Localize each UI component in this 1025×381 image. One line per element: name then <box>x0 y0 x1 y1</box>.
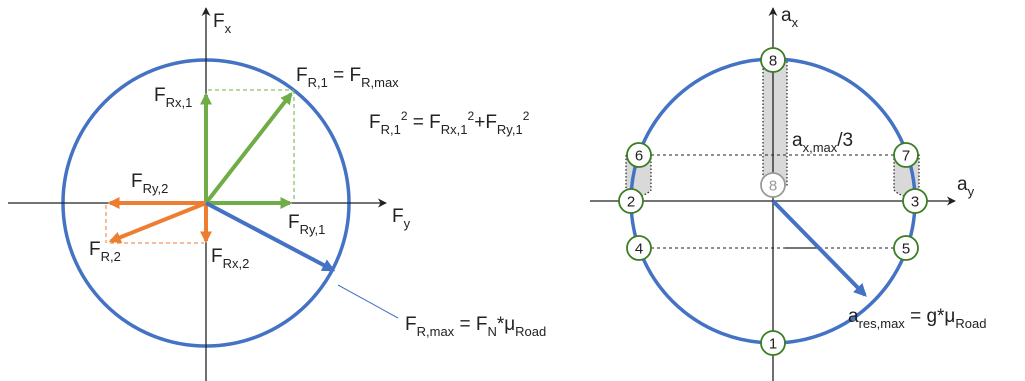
node-8-top: 8 <box>760 47 786 73</box>
axmax-label: ax,max/3 <box>792 130 853 155</box>
frx2-label: FRx,2 <box>211 246 249 271</box>
ax-axis-label: ax <box>781 5 799 30</box>
frx1-label: FRx,1 <box>154 85 192 110</box>
svg-text:6: 6 <box>635 148 643 165</box>
fr1-equation: FR,1 = FR,max <box>296 65 399 90</box>
fry1-label: FRy,1 <box>288 212 325 237</box>
acceleration-diagram: 1 2 3 4 5 6 7 8 <box>590 5 986 381</box>
shaded-band-top <box>762 60 788 186</box>
node-2: 2 <box>618 188 644 214</box>
frmax-equation: FR,max = FN*μRoad <box>405 314 546 339</box>
node-5: 5 <box>893 235 919 261</box>
fx-axis-label: Fx <box>213 11 232 36</box>
svg-text:8: 8 <box>769 178 777 195</box>
svg-text:2: 2 <box>627 194 635 211</box>
svg-text:4: 4 <box>635 241 643 258</box>
node-7: 7 <box>893 142 919 168</box>
fry2-label: FRy,2 <box>131 171 168 196</box>
green-helper-lines <box>208 89 295 200</box>
fr1-vector <box>204 92 293 205</box>
node-4: 4 <box>626 235 652 261</box>
svg-text:5: 5 <box>902 241 910 258</box>
fr2-vector <box>108 201 207 244</box>
fr2-label: FR,2 <box>89 239 121 264</box>
ay-axis-label: ay <box>957 174 975 199</box>
frmax-leader-line <box>337 284 399 319</box>
svg-text:3: 3 <box>911 194 919 211</box>
svg-text:8: 8 <box>769 53 777 70</box>
orange-helper-lines <box>105 205 204 244</box>
ares-equation: ares,max = g*μRoad <box>848 306 986 331</box>
svg-text:7: 7 <box>902 148 910 165</box>
pythagoras-equation: FR,12 = FRx,12+FRy,12 <box>369 109 530 137</box>
node-3: 3 <box>902 188 928 214</box>
node-6: 6 <box>626 142 652 168</box>
force-diagram: Fx Fy FRx,1 FR,1 = FR,max FR,12 = FRx,12… <box>8 7 546 381</box>
frmax-vector <box>205 201 336 272</box>
fy-axis-label: Fy <box>392 206 411 231</box>
svg-text:1: 1 <box>769 336 777 353</box>
node-8-ghost: 8 <box>760 172 786 198</box>
ares-vector <box>771 199 867 297</box>
node-1: 1 <box>760 330 786 356</box>
